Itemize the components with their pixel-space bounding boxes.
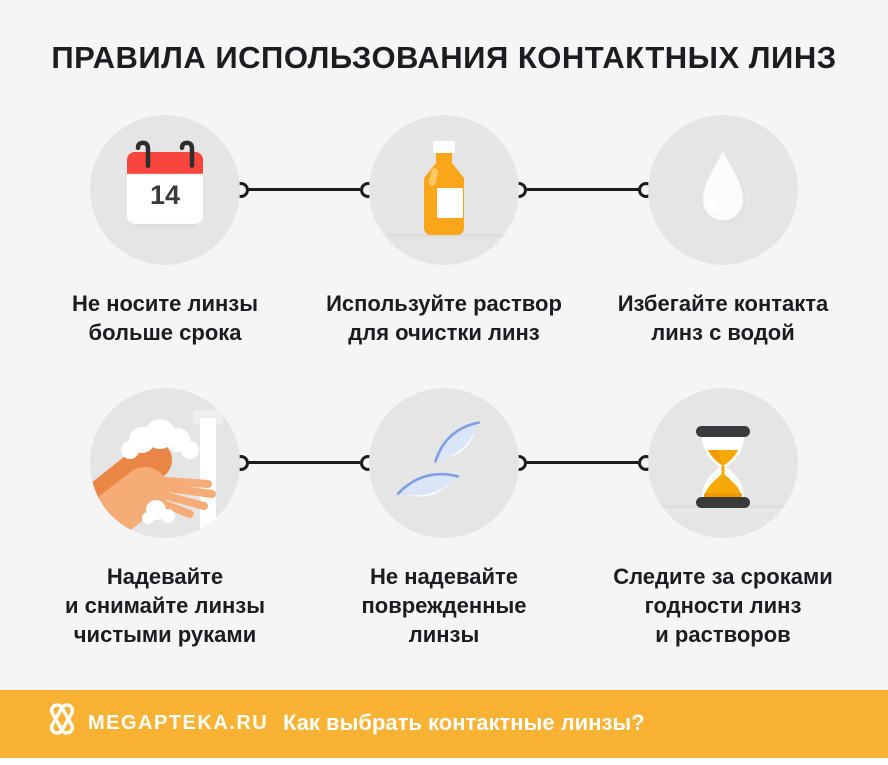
caption-line: больше срока — [88, 320, 242, 345]
hourglass-icon — [696, 426, 750, 508]
bottle-neck — [436, 153, 452, 164]
footer-banner: MEGAPTEKA.RU Как выбрать контактные линз… — [0, 690, 888, 758]
calendar-binder-ring-icon — [135, 140, 151, 168]
caption-expiry: Следите за сроками годности линз и раств… — [573, 562, 873, 649]
caption-damaged-lenses: Не надевайте поврежденные линзы — [294, 562, 594, 649]
hand-washing-icon — [90, 410, 223, 538]
water-drop-icon — [703, 150, 746, 224]
caption-line: Не носите линзы — [71, 291, 259, 316]
contact-lenses-icon — [396, 421, 480, 497]
solution-bottle-icon — [424, 141, 464, 235]
connector-line — [511, 454, 654, 471]
caption-hands: Надевайте и снимайте линзы чистыми рукам… — [15, 562, 315, 649]
step-circle-calendar: 14 — [90, 115, 240, 265]
caption-line: Не надевайте — [370, 564, 518, 589]
bottom-margin — [0, 758, 888, 765]
connector-line — [233, 454, 376, 471]
bottle-label — [437, 188, 463, 218]
step-circle-lenses — [369, 388, 519, 538]
caption-line: Следите за сроками — [613, 564, 833, 589]
footer-brand: MEGAPTEKA.RU — [88, 712, 269, 734]
step-circle-expiry — [648, 388, 798, 538]
caption-line: годности линз — [644, 593, 802, 618]
caption-line: поврежденные — [361, 593, 527, 618]
calendar-day-number: 14 — [149, 179, 181, 210]
megapteka-logo — [49, 703, 75, 735]
caption-line: чистыми руками — [73, 622, 257, 647]
caption-water: Избегайте контакта линз с водой — [573, 289, 873, 347]
connector-line — [233, 181, 376, 198]
step-circle-water — [648, 115, 798, 265]
step-circle-hands — [90, 388, 240, 538]
calendar-shadow — [134, 218, 196, 229]
bottle-cap — [433, 141, 455, 153]
caption-line: Надевайте — [106, 564, 224, 589]
connector-line — [511, 181, 654, 198]
bottle-body — [424, 167, 464, 235]
caption-solution: Используйте раствор для очистки линз — [294, 289, 594, 347]
caption-line: Используйте раствор — [326, 291, 562, 316]
caption-line: для очистки линз — [348, 320, 540, 345]
calendar-icon: 14 — [127, 140, 203, 229]
footer-question: Как выбрать контактные линзы? — [283, 710, 645, 735]
caption-line: Избегайте контакта — [617, 291, 829, 316]
surface-line — [387, 234, 503, 237]
caption-calendar: Не носите линзы больше срока — [15, 289, 315, 347]
calendar-binder-ring-icon — [179, 140, 195, 168]
caption-line: и снимайте линзы — [64, 593, 266, 618]
caption-line: и растворов — [655, 622, 791, 647]
page-title: ПРАВИЛА ИСПОЛЬЗОВАНИЯ КОНТАКТНЫХ ЛИНЗ — [51, 40, 837, 75]
caption-line: линз с водой — [651, 320, 795, 345]
step-circle-solution — [369, 115, 519, 265]
caption-line: линзы — [408, 622, 480, 647]
